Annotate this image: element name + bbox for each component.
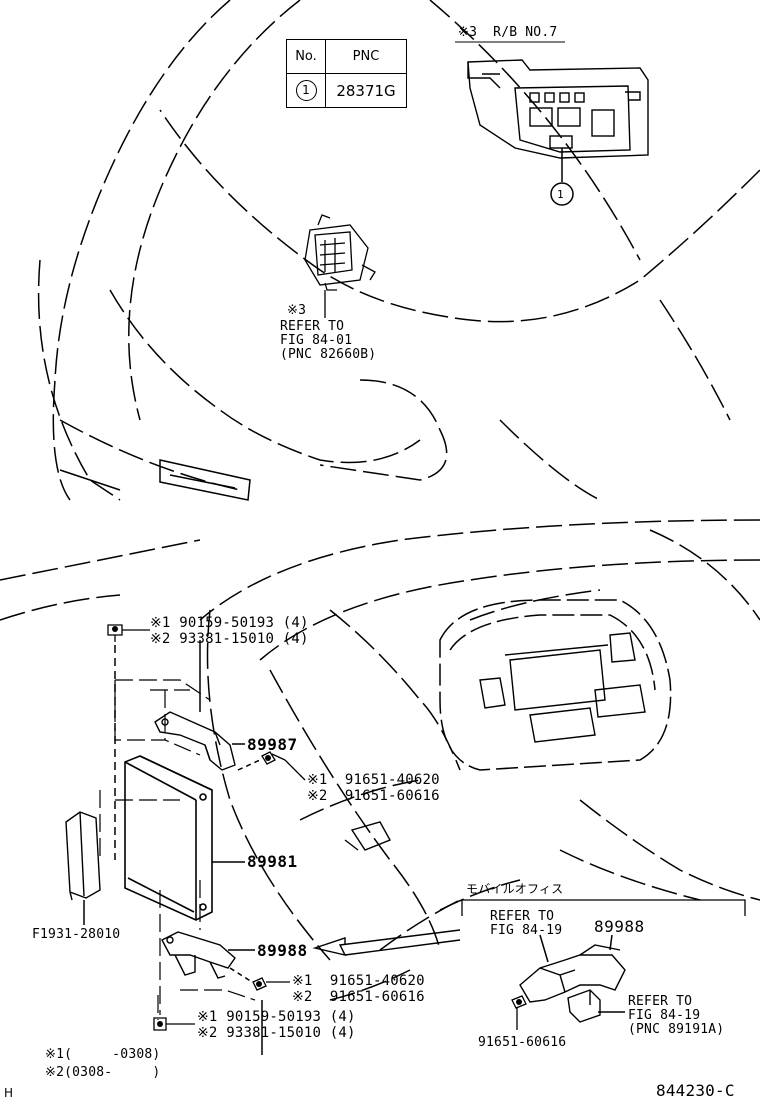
rb-callout-number: 1 — [557, 188, 564, 201]
row-no-circle: 1 — [295, 80, 317, 101]
nut-mid-spec2: ※2 91651-60616 — [307, 788, 440, 804]
bolt-top — [107, 624, 150, 642]
diagram-code: 844230-C — [656, 1081, 735, 1100]
leader-mobile-refer1 — [539, 934, 549, 963]
nut-lower-axis — [229, 967, 253, 983]
refer-top-line1: REFER TO — [280, 319, 345, 334]
upper-car-body-solid — [59, 459, 251, 501]
bolt-top-spec2: ※2 93381-15010 (4) — [150, 631, 309, 647]
label-f1931: F1931-28010 — [32, 927, 121, 942]
label-89981: 89981 — [247, 852, 298, 871]
nut-low-spec2: ※2 91651-60616 — [292, 989, 425, 1005]
mobile-part-89988: 89988 — [594, 917, 645, 936]
dash-lower — [439, 879, 521, 911]
rb-title: ※3 R/B NO.7 — [458, 25, 558, 40]
refer-top-mark: ※3 — [287, 303, 307, 318]
mobile-arrow — [312, 929, 461, 957]
refer-top-line3: (PNC 82660B) — [280, 347, 377, 362]
bolt-top-spec1: ※1 90159-50193 (4) — [150, 615, 309, 631]
nut-lower-core — [256, 981, 262, 987]
relay-block-in-car — [304, 214, 376, 318]
mobile-refer2-line1: REFER TO — [628, 994, 693, 1009]
header-pnc: PNC — [325, 39, 407, 74]
mobile-refer1-line1: REFER TO — [490, 909, 555, 924]
mobile-refer1-line2: FIG 84-19 — [490, 923, 563, 938]
pnc-table-header: No. PNC — [286, 39, 407, 74]
mobile-title: モバイルオフィス — [466, 882, 564, 896]
center-console — [439, 599, 672, 771]
upper-car-body — [37, 0, 760, 501]
bracket-89988 — [161, 931, 236, 979]
rb-callout-circle — [550, 182, 574, 206]
nut-middle-core — [265, 755, 271, 761]
bolt-lower-head — [157, 1021, 163, 1027]
bolt-top-head — [112, 626, 118, 632]
mobile-refer2-line3: (PNC 89191A) — [628, 1022, 725, 1037]
console-vents — [479, 632, 646, 743]
legend-line2: ※2(0308- ) — [45, 1065, 161, 1080]
bolt-low-spec2: ※2 93381-15010 (4) — [197, 1025, 356, 1041]
leader-mobile-part — [609, 934, 613, 951]
bracket-89987 — [154, 711, 236, 771]
row-pnc-cell: 28371G — [325, 73, 407, 108]
nut-mid-spec1: ※1 91651-40620 — [307, 772, 440, 788]
pnc-table: No. PNC 1 28371G — [286, 39, 407, 108]
mobile-detail-frame — [461, 899, 746, 916]
nut-lower — [252, 977, 290, 991]
insulator-f1931 — [65, 811, 101, 901]
refer-top-line2: FIG 84-01 — [280, 333, 353, 348]
label-89988: 89988 — [257, 941, 308, 960]
nut-axis — [237, 759, 261, 771]
pnc-table-row: 1 28371G — [286, 73, 407, 108]
glovebox — [344, 821, 391, 851]
mobile-refer2-line2: FIG 84-19 — [628, 1008, 701, 1023]
mobile-nut — [511, 995, 527, 1030]
ecu-box-89981 — [124, 755, 213, 921]
rb-no7-box — [467, 59, 649, 159]
corner-mark: H — [4, 1086, 14, 1100]
mobile-nut-label: 91651-60616 — [478, 1035, 567, 1050]
nut-low-spec1: ※1 91651-40620 — [292, 973, 425, 989]
nut-middle — [261, 751, 306, 781]
header-no: No. — [286, 39, 326, 74]
bolt-low-spec1: ※1 90159-50193 (4) — [197, 1009, 356, 1025]
mobile-nut-core — [516, 999, 522, 1005]
bolt-lower — [153, 1017, 195, 1031]
mobile-relay — [567, 989, 601, 1023]
legend-line1: ※1( -0308) — [45, 1047, 161, 1062]
label-89987: 89987 — [247, 735, 298, 754]
mobile-bracket — [519, 944, 626, 1003]
